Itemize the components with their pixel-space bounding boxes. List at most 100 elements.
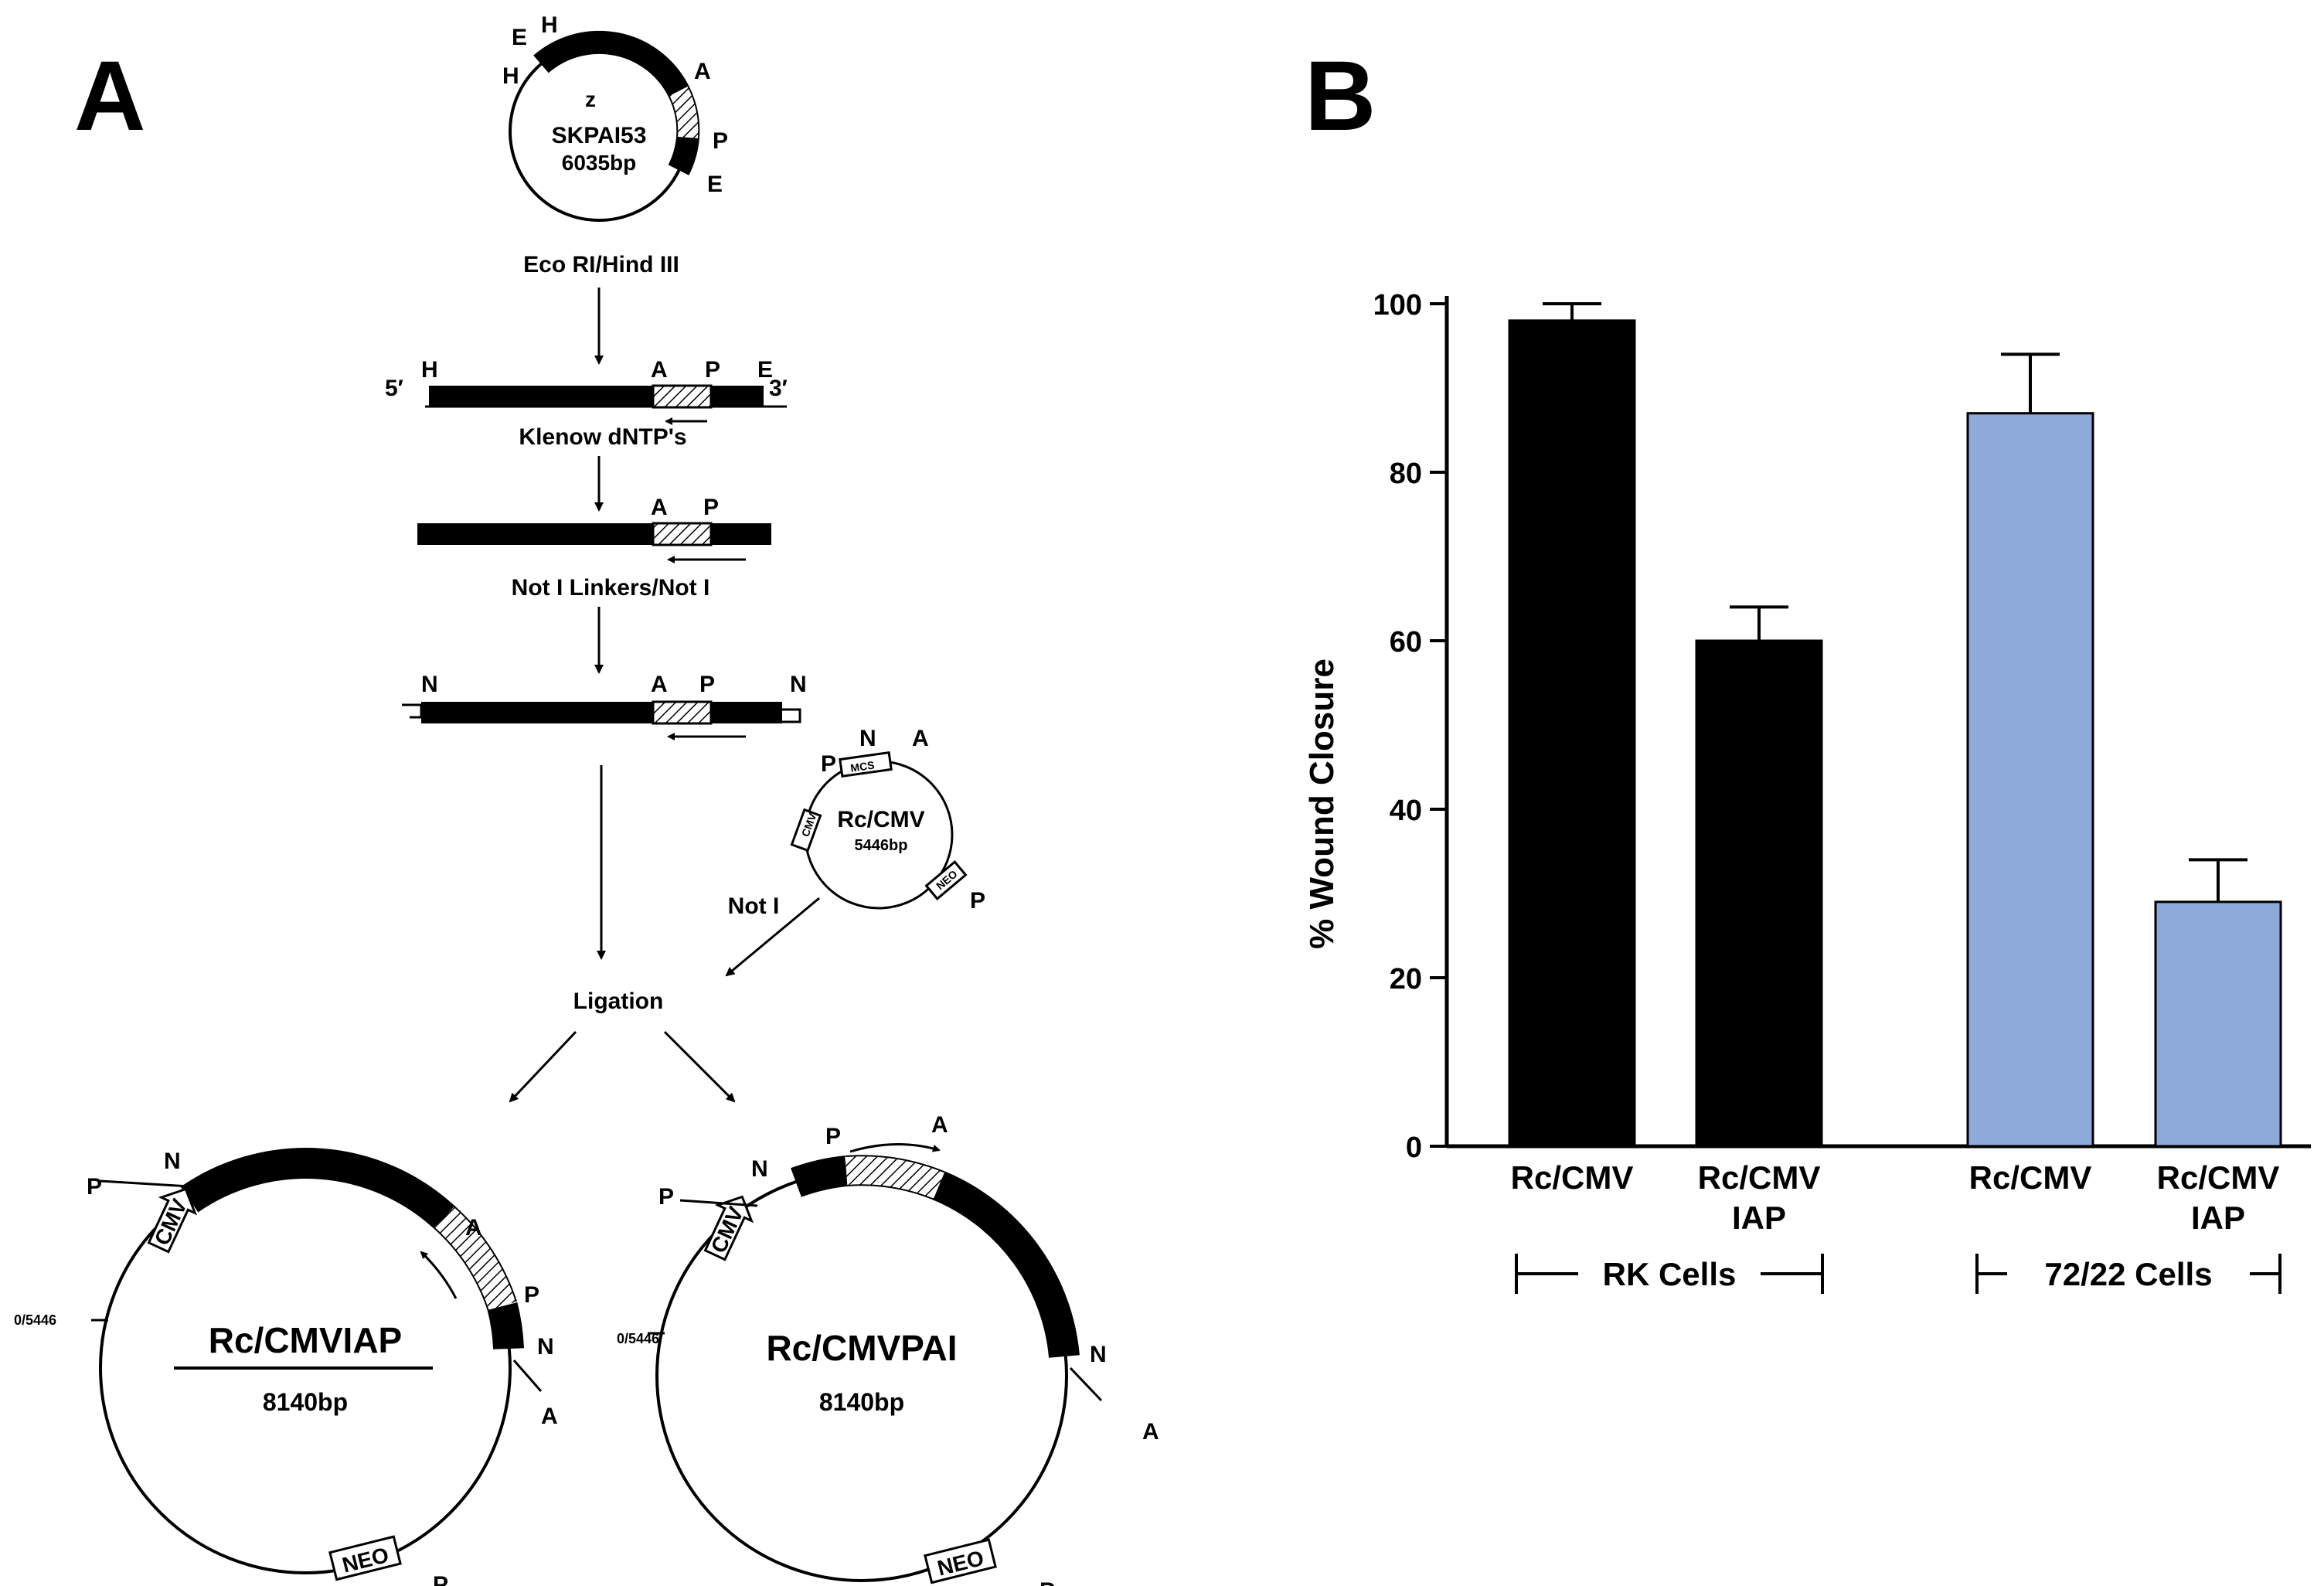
pai-site-a2: A bbox=[1142, 1419, 1159, 1445]
iap-name: Rc/CMVIAP bbox=[209, 1320, 402, 1360]
pai-cmv-arrow bbox=[703, 1195, 754, 1261]
skpai53-site-h1: H bbox=[541, 12, 558, 38]
iap-coord: 0/5446 bbox=[14, 1312, 56, 1328]
fragment-3: N A P N bbox=[402, 672, 807, 740]
iap-cmv-label: CMV bbox=[150, 1195, 192, 1249]
bar bbox=[1966, 412, 2094, 1148]
step-noti: Not I bbox=[728, 893, 780, 919]
fragment1-site-e: E bbox=[757, 357, 773, 383]
x-category-label: Rc/CMV bbox=[2157, 1159, 2280, 1196]
iap-site-a2: A bbox=[541, 1404, 558, 1429]
fragment3-site-a: A bbox=[651, 672, 668, 697]
pai-size: 8140bp bbox=[819, 1388, 904, 1416]
iap-insert-end bbox=[487, 1302, 524, 1350]
panel-a: A E H H A P E z SKPAI53 6035bp Eco RI/Hi… bbox=[14, 12, 1159, 1586]
arrow-rccmv-to-ligation bbox=[725, 897, 820, 977]
fragment1-site-a: A bbox=[651, 357, 668, 383]
panel-b-label: B bbox=[1305, 41, 1376, 151]
group-label: RK Cells bbox=[1603, 1256, 1737, 1292]
skpai53-size: 6035bp bbox=[562, 151, 637, 175]
rccmv-mcs-label: MCS bbox=[849, 759, 875, 774]
x-category-label: IAP bbox=[2191, 1200, 2245, 1236]
bar bbox=[1508, 319, 1636, 1148]
iap-insert bbox=[180, 1148, 455, 1229]
skpai53-site-e: E bbox=[512, 25, 527, 50]
bar bbox=[2154, 900, 2282, 1148]
fragment1-site-h: H bbox=[421, 357, 438, 383]
skpai53-insert bbox=[533, 30, 689, 97]
step-ligation: Ligation bbox=[573, 989, 664, 1014]
fragment3-site-n1: N bbox=[421, 672, 438, 697]
fragment2-site-p: P bbox=[703, 495, 719, 520]
pai-insert-start bbox=[791, 1155, 849, 1197]
rccmv-cmv-box bbox=[790, 808, 822, 853]
rccmv-name: Rc/CMV bbox=[837, 807, 924, 832]
iap-p-pointer bbox=[100, 1179, 190, 1188]
pai-site-a1: A bbox=[931, 1112, 948, 1138]
fragment1-site-p: P bbox=[705, 357, 720, 383]
iap-a-pointer bbox=[512, 1360, 543, 1392]
x-category-label: IAP bbox=[1732, 1200, 1786, 1236]
pai-site-p1: P bbox=[658, 1184, 674, 1210]
step-ecori-hindiii: Eco RI/Hind III bbox=[523, 252, 679, 277]
skpai53-hatched-region bbox=[669, 87, 699, 138]
rccmv-site-p: P bbox=[821, 751, 836, 777]
fragment1-3prime: 3′ bbox=[769, 376, 788, 401]
x-category-label: Rc/CMV bbox=[1969, 1159, 2092, 1196]
arrow-to-pai bbox=[663, 1030, 736, 1103]
rccmv-site-a: A bbox=[912, 726, 929, 751]
fragment1-5prime: 5′ bbox=[385, 376, 403, 401]
step-noti-linkers: Not I Linkers/Not I bbox=[512, 575, 710, 601]
pai-a-pointer bbox=[1069, 1366, 1103, 1402]
rccmv-site-p2: P bbox=[970, 888, 985, 914]
skpai53-site-e2: E bbox=[707, 172, 723, 197]
rccmv-site-n: N bbox=[859, 726, 876, 751]
y-tick-label: 20 bbox=[1390, 963, 1422, 996]
rccmv-size: 5446bp bbox=[855, 837, 908, 854]
iap-orientation-arrow bbox=[420, 1251, 458, 1299]
y-tick-label: 80 bbox=[1390, 458, 1422, 490]
y-tick-label: 40 bbox=[1390, 795, 1422, 827]
fragment2-site-a: A bbox=[651, 495, 668, 520]
skpai53-insert-end bbox=[668, 136, 699, 175]
pai-site-p3: P bbox=[1040, 1578, 1055, 1586]
pai-neo-box bbox=[924, 1538, 997, 1584]
skpai53-site-a: A bbox=[694, 59, 711, 84]
bar bbox=[1695, 639, 1823, 1148]
pai-site-p2: P bbox=[825, 1124, 841, 1149]
rccmv-neo-box bbox=[924, 860, 968, 900]
iap-size: 8140bp bbox=[263, 1388, 348, 1416]
iap-hatched-region bbox=[434, 1207, 516, 1311]
plasmid-rccmvpai: CMV NEO P N P A N A P 0/5446 Rc/CMVPAI 8… bbox=[617, 1112, 1159, 1586]
plasmid-rccmv: MCS CMV NEO P N A P Rc/CMV 5446bp bbox=[790, 726, 985, 914]
rccmv-mcs-box bbox=[839, 750, 893, 778]
pai-p-pointer bbox=[679, 1199, 758, 1207]
fragment3-site-p: P bbox=[699, 672, 715, 697]
iap-site-p2: P bbox=[524, 1282, 539, 1308]
iap-site-p1: P bbox=[87, 1174, 102, 1200]
fragment-1: 5′ 3′ H A P E bbox=[385, 357, 788, 425]
pai-hatched-region bbox=[845, 1156, 944, 1199]
y-axis-title: % Wound Closure bbox=[1303, 659, 1341, 949]
x-category-label: Rc/CMV bbox=[1511, 1159, 1634, 1196]
y-tick-label: 100 bbox=[1373, 289, 1422, 322]
y-tick-label: 60 bbox=[1390, 626, 1422, 659]
pai-insert bbox=[933, 1171, 1080, 1358]
iap-site-n2: N bbox=[537, 1334, 554, 1360]
pai-site-n1: N bbox=[751, 1156, 768, 1182]
panel-a-label: A bbox=[74, 41, 145, 151]
fragment3-site-n2: N bbox=[790, 672, 807, 697]
skpai53-name: SKPAI53 bbox=[552, 123, 647, 148]
plasmid-skpai53: E H H A P E z SKPAI53 6035bp bbox=[502, 12, 728, 222]
iap-site-n1: N bbox=[164, 1149, 181, 1174]
x-category-label: Rc/CMV bbox=[1698, 1159, 1821, 1196]
plasmid-rccmviap: CMV NEO P N A P N A P 0/5446 Rc/CMVIAP 8… bbox=[14, 1148, 558, 1586]
iap-site-a1: A bbox=[465, 1215, 482, 1241]
arrow-to-iap bbox=[509, 1030, 577, 1103]
skpai53-inner-label: z bbox=[585, 87, 596, 111]
pai-coord: 0/5446 bbox=[617, 1331, 659, 1346]
step-klenow: Klenow dNTP's bbox=[519, 424, 686, 450]
